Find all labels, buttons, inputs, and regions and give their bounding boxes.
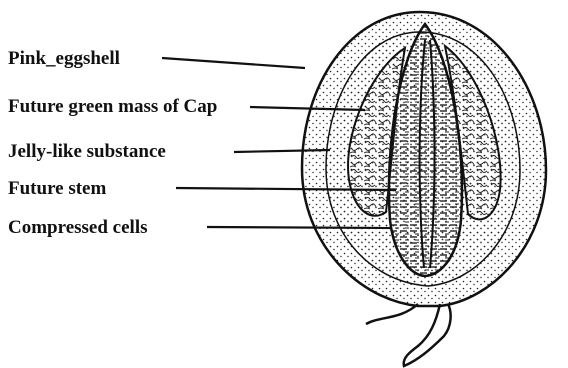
- mycelial-cord: [366, 304, 451, 366]
- leader-compressed-cells: [207, 227, 390, 228]
- label-future-stem: Future stem: [8, 178, 106, 199]
- label-future-green-mass: Future green mass of Cap: [8, 96, 217, 117]
- label-pink-eggshell: Pink_eggshell: [8, 48, 120, 69]
- leader-pink-eggshell: [162, 58, 305, 68]
- label-compressed-cells: Compressed cells: [8, 217, 148, 238]
- label-jelly-like: Jelly-like substance: [8, 141, 166, 162]
